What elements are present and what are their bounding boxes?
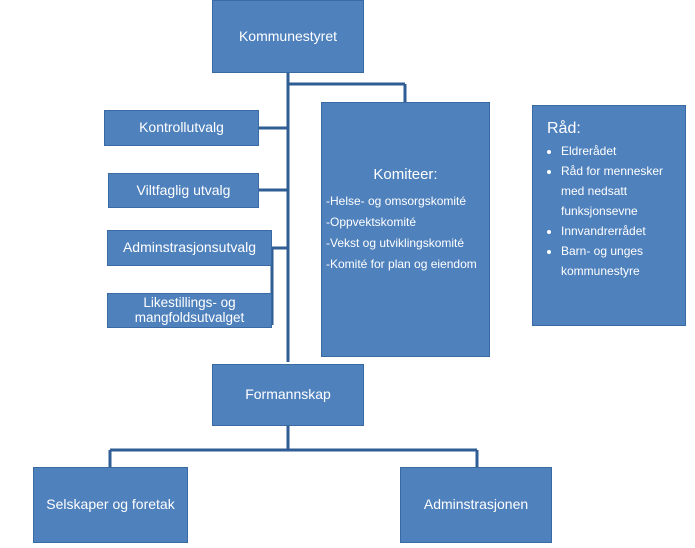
- komite-item: -Vekst og utviklingskomité: [326, 235, 465, 250]
- adminstrasjonsutvalg-box: Adminstrasjonsutvalg: [107, 230, 272, 266]
- adminstrasjonen-box: Adminstrasjonen: [400, 467, 552, 543]
- rad-item: Råd for mennesker med nedsatt funksjonse…: [561, 161, 685, 221]
- komite-item: -Oppvektskomité: [326, 214, 417, 229]
- rad-box: Råd: Eldrerådet Råd for mennesker med ne…: [532, 105, 686, 326]
- rad-item: Innvandrerrådet: [561, 221, 685, 241]
- likestillingsutvalg-label: Likestillings- og mangfoldsutvalget: [134, 294, 245, 325]
- selskaper-og-foretak-label: Selskaper og foretak: [46, 496, 175, 513]
- kommunestyret-box: Kommunestyret: [212, 0, 364, 73]
- kontrollutvalg-box: Kontrollutvalg: [104, 110, 259, 146]
- selskaper-og-foretak-box: Selskaper og foretak: [33, 467, 188, 543]
- kontrollutvalg-label: Kontrollutvalg: [139, 119, 224, 136]
- komite-item: -Helse- og omsorgskomité: [326, 193, 467, 208]
- rad-item: Barn- og unges kommunestyre: [561, 241, 685, 281]
- likestillingsutvalg-box: Likestillings- og mangfoldsutvalget: [107, 293, 272, 328]
- rad-item: Eldrerådet: [561, 141, 685, 161]
- komite-item: -Komité for plan og eiendom: [326, 256, 477, 271]
- adminstrasjonsutvalg-label: Adminstrasjonsutvalg: [122, 239, 257, 256]
- formannskap-label: Formannskap: [245, 386, 331, 403]
- formannskap-box: Formannskap: [212, 364, 364, 426]
- viltfaglig-utvalg-label: Viltfaglig utvalg: [136, 181, 231, 198]
- komiteer-box: Komiteer: -Helse- og omsorgskomité -Oppv…: [321, 102, 490, 357]
- rad-list: Eldrerådet Råd for mennesker med nedsatt…: [547, 141, 685, 281]
- rad-title: Råd:: [547, 120, 581, 137]
- viltfaglig-utvalg-box: Viltfaglig utvalg: [108, 173, 259, 208]
- kommunestyret-label: Kommunestyret: [238, 27, 338, 44]
- adminstrasjonen-label: Adminstrasjonen: [423, 496, 529, 513]
- komiteer-title: Komiteer:: [373, 166, 438, 183]
